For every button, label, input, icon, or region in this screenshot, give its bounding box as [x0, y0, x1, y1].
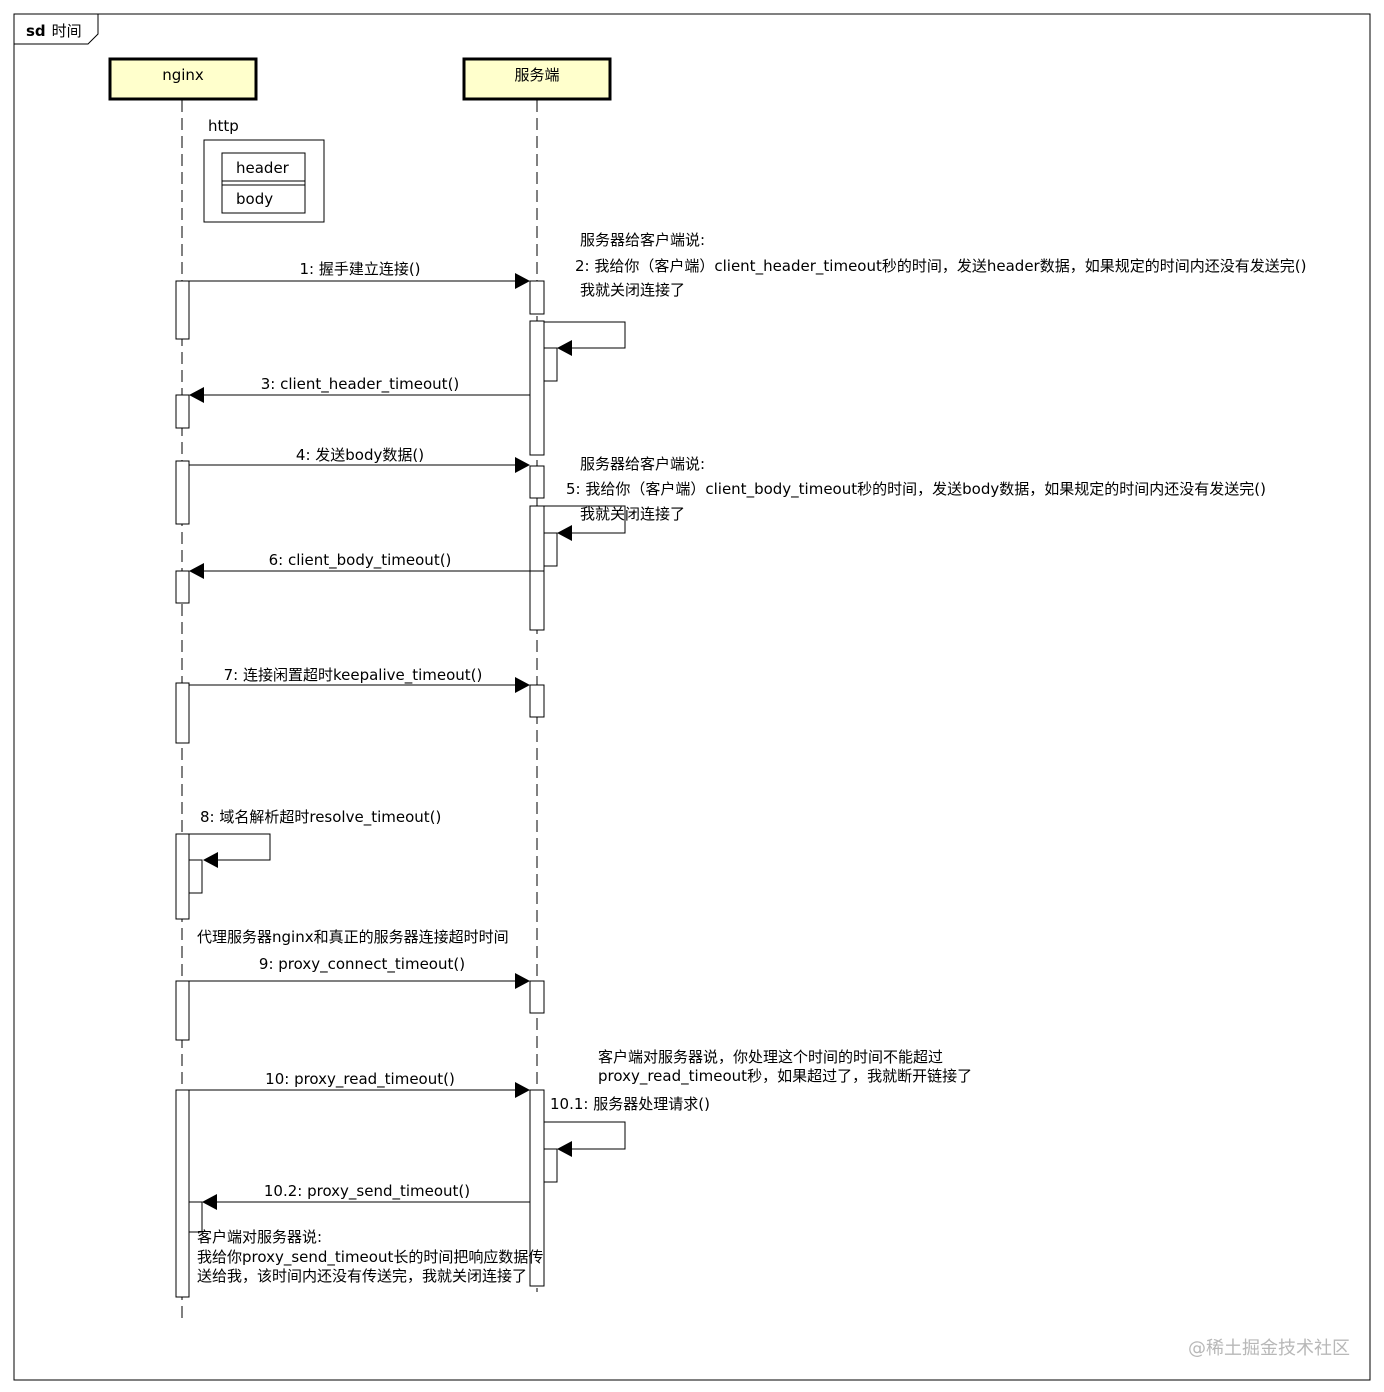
svg-text:5: 我给你（客户端）client_body_timeout: 5: 我给你（客户端）client_body_timeout秒的时间，发送bod… — [566, 480, 1266, 499]
message-label: 6: client_body_timeout() — [269, 551, 452, 570]
server-activation — [543, 1148, 558, 1183]
server-activation — [529, 320, 545, 456]
self-message-5[interactable] — [544, 505, 626, 541]
server-activation — [529, 684, 545, 718]
note-header-timeout: 服务器给客户端说: 2: 我给你（客户端）client_header_timeo… — [575, 231, 1306, 299]
note-proxy-send: 客户端对服务器说: 我给你proxy_send_timeout长的时间把响应数据… — [197, 1228, 543, 1285]
server-activation — [529, 980, 545, 1014]
lifeline-label-server: 服务端 — [514, 66, 559, 84]
message-label: 10.1: 服务器处理请求() — [550, 1095, 710, 1113]
svg-text:我就关闭连接了: 我就关闭连接了 — [580, 281, 685, 299]
message-7[interactable]: 7: 连接闲置超时keepalive_timeout() — [189, 666, 530, 693]
server-activation — [529, 1089, 545, 1287]
message-label: 10: proxy_read_timeout() — [265, 1070, 455, 1089]
svg-text:proxy_read_timeout秒，如果超过了，我就断开: proxy_read_timeout秒，如果超过了，我就断开链接了 — [598, 1067, 972, 1086]
lifeline-label-nginx: nginx — [162, 66, 204, 84]
nginx-activation — [175, 460, 190, 525]
note-body-timeout: 服务器给客户端说: 5: 我给你（客户端）client_body_timeout… — [566, 455, 1266, 523]
svg-text:服务器给客户端说:: 服务器给客户端说: — [580, 455, 705, 473]
message-4[interactable]: 4: 发送body数据() — [189, 446, 530, 473]
svg-text:送给我，该时间内还没有传送完，我就关闭连接了: 送给我，该时间内还没有传送完，我就关闭连接了 — [197, 1267, 527, 1285]
message-label: 10.2: proxy_send_timeout() — [264, 1182, 470, 1201]
server-activation — [529, 505, 545, 631]
lifeline-head-nginx[interactable]: nginx — [108, 57, 258, 101]
message-label: 9: proxy_connect_timeout() — [259, 955, 465, 974]
self-message-10-1[interactable]: 10.1: 服务器处理请求() — [544, 1095, 710, 1157]
nginx-activation — [175, 394, 190, 429]
nginx-activation — [175, 1089, 190, 1298]
note-proxy-connect: 代理服务器nginx和真正的服务器连接超时时间 — [197, 928, 509, 946]
svg-text:客户端对服务器说，你处理这个时间的时间不能超过: 客户端对服务器说，你处理这个时间的时间不能超过 — [598, 1048, 943, 1066]
server-activation — [529, 465, 545, 499]
server-activation — [529, 280, 545, 315]
message-label: 7: 连接闲置超时keepalive_timeout() — [224, 666, 483, 685]
http-label: http — [208, 117, 239, 135]
server-activation — [543, 532, 558, 567]
lifeline-head-server[interactable]: 服务端 — [462, 57, 612, 101]
message-3[interactable]: 3: client_header_timeout() — [189, 375, 530, 403]
http-packet: http header body — [203, 117, 325, 223]
svg-text:我给你proxy_send_timeout长的时间把响应数据: 我给你proxy_send_timeout长的时间把响应数据传 — [197, 1248, 543, 1267]
message-6[interactable]: 6: client_body_timeout() — [189, 551, 544, 579]
nginx-activation — [175, 280, 190, 340]
nginx-activation — [188, 859, 203, 894]
message-label: 8: 域名解析超时resolve_timeout() — [200, 808, 441, 827]
nginx-activation — [175, 570, 190, 604]
self-message-8[interactable]: 8: 域名解析超时resolve_timeout() — [189, 808, 441, 868]
http-body-field: body — [236, 190, 273, 208]
message-1[interactable]: 1: 握手建立连接() — [189, 260, 530, 289]
svg-text:我就关闭连接了: 我就关闭连接了 — [580, 505, 685, 523]
self-message-2[interactable] — [544, 321, 626, 356]
nginx-activation — [175, 980, 190, 1041]
message-10-2[interactable]: 10.2: proxy_send_timeout() — [202, 1182, 530, 1210]
note-proxy-read: 客户端对服务器说，你处理这个时间的时间不能超过 proxy_read_timeo… — [598, 1048, 972, 1086]
diagram-frame — [13, 13, 1371, 1381]
http-header-field: header — [236, 159, 290, 177]
watermark: @稀土掘金技术社区 — [1188, 1338, 1350, 1359]
message-label: 3: client_header_timeout() — [261, 375, 460, 394]
nginx-activation — [175, 682, 190, 744]
message-10[interactable]: 10: proxy_read_timeout() — [189, 1070, 530, 1098]
svg-text:客户端对服务器说:: 客户端对服务器说: — [197, 1228, 322, 1246]
server-activation — [543, 347, 558, 382]
nginx-activation — [175, 833, 190, 920]
svg-text:2: 我给你（客户端）client_header_timeo: 2: 我给你（客户端）client_header_timeout秒的时间，发送h… — [575, 257, 1306, 276]
message-9[interactable]: 9: proxy_connect_timeout() — [189, 955, 530, 989]
nginx-activation — [188, 1201, 203, 1233]
message-label: 1: 握手建立连接() — [299, 260, 420, 278]
svg-text:服务器给客户端说:: 服务器给客户端说: — [580, 231, 705, 249]
message-label: 4: 发送body数据() — [296, 446, 424, 464]
frame-tab — [14, 14, 99, 45]
